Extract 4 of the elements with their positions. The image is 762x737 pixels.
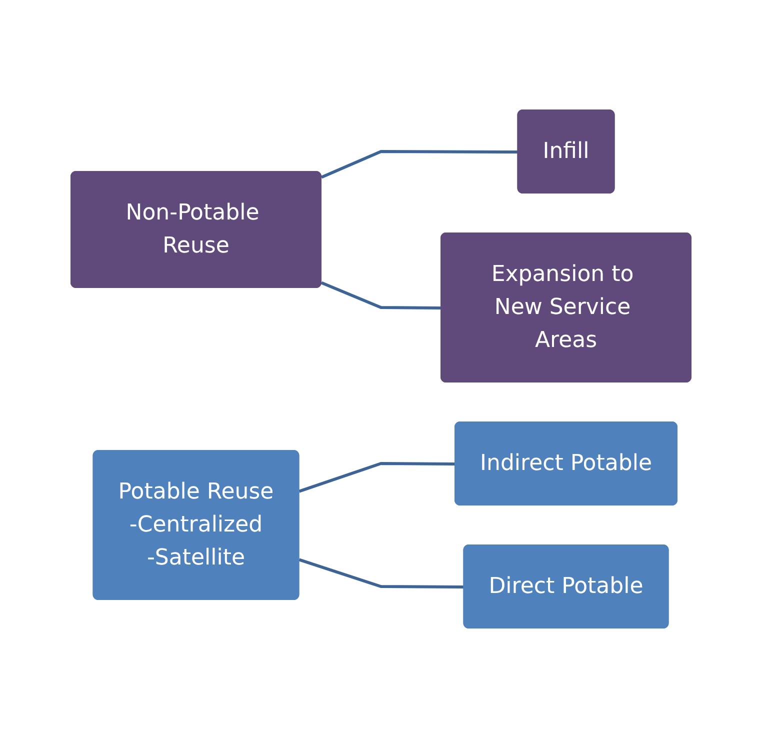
connector (320, 150, 518, 178)
connector (320, 280, 442, 309)
connector (298, 558, 464, 588)
connector (298, 462, 456, 492)
